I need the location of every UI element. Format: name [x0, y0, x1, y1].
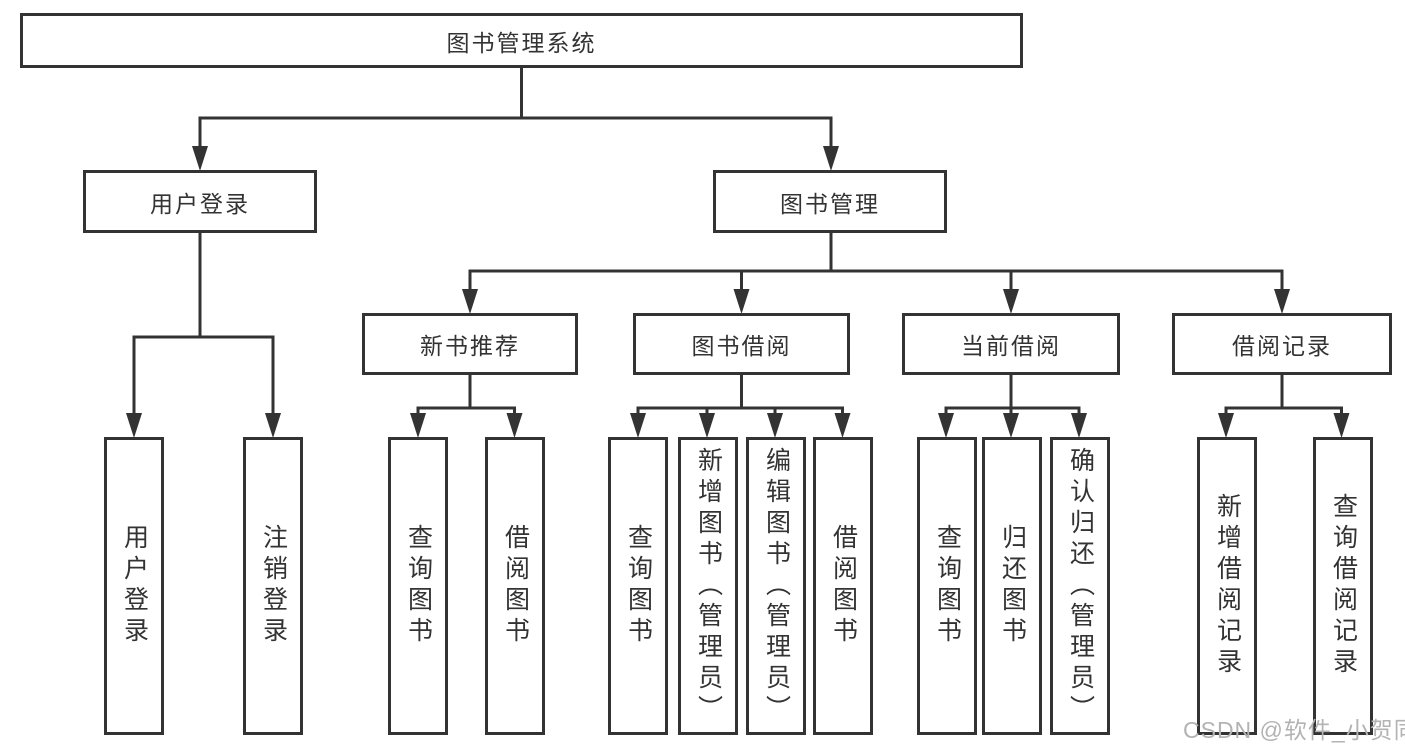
leaf-query-borrow-record: 查询借阅记录	[1313, 437, 1373, 735]
node-new-book-recommend: 新书推荐	[362, 313, 578, 375]
node-current-borrowing: 当前借阅	[902, 313, 1120, 375]
leaf-query-books-recommend: 查询图书	[388, 437, 448, 735]
leaf-add-borrow-record: 新增借阅记录	[1197, 437, 1257, 735]
node-user-login: 用户登录	[83, 170, 317, 233]
leaf-edit-books-admin: 编辑图书（管理员）	[746, 437, 806, 735]
leaf-logout: 注销登录	[243, 437, 303, 735]
leaf-borrow-books-borrowing: 借阅图书	[813, 437, 873, 735]
leaf-confirm-return-admin: 确认归还（管理员）	[1050, 437, 1110, 735]
leaf-user-login: 用户登录	[104, 437, 164, 735]
node-book-management: 图书管理	[713, 170, 947, 233]
leaf-borrow-books-recommend: 借阅图书	[485, 437, 545, 735]
node-book-borrowing: 图书借阅	[633, 313, 850, 375]
csdn-watermark: CSDN @软件_小贺同学	[1183, 717, 1405, 743]
node-borrowing-records: 借阅记录	[1172, 313, 1392, 375]
leaf-add-books-admin: 新增图书（管理员）	[678, 437, 738, 735]
leaf-query-books-borrowing: 查询图书	[608, 437, 668, 735]
leaf-return-books: 归还图书	[982, 437, 1042, 735]
leaf-query-books-current: 查询图书	[917, 437, 977, 735]
node-library-system: 图书管理系统	[20, 13, 1023, 68]
